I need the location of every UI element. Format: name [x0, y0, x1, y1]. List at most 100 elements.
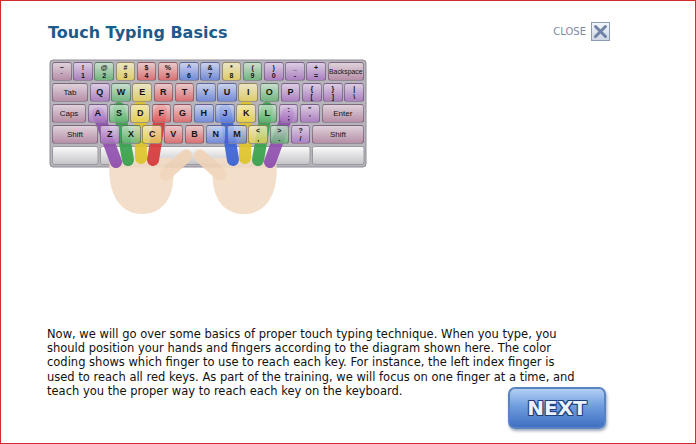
key-label: ^	[187, 64, 191, 72]
keyboard-key: M	[227, 125, 247, 144]
key-label: '	[309, 114, 311, 122]
key-label: U	[224, 87, 231, 98]
key-label: |	[353, 85, 355, 93]
keyboard-key: G	[173, 104, 193, 123]
keyboard-key: ^6	[179, 62, 199, 81]
keyboard-key: U	[217, 83, 237, 102]
key-label: =	[314, 72, 318, 80]
key-label: *	[230, 64, 233, 72]
key-label: _	[293, 64, 297, 72]
close-label: CLOSE	[553, 26, 586, 38]
key-label: ]	[332, 93, 334, 101]
key-label: Q	[96, 87, 103, 98]
key-label: 5	[166, 72, 170, 80]
keyboard-key: Shift	[52, 125, 98, 144]
key-label: -	[294, 72, 296, 80]
key-label: >	[277, 127, 281, 135]
keyboard-key: <,	[248, 125, 268, 144]
keyboard-key: >.	[270, 125, 290, 144]
key-label: <	[256, 127, 260, 135]
keyboard-key: &7	[200, 62, 220, 81]
keyboard-frame	[50, 60, 366, 167]
key-label: \	[353, 93, 355, 101]
key-label: 3	[123, 72, 127, 80]
keyboard-key: D	[130, 104, 150, 123]
key-label: `	[61, 72, 63, 80]
keyboard-key: W	[111, 83, 131, 102]
key-label: Y	[203, 87, 209, 98]
keyboard-key: _-	[285, 62, 305, 81]
left-thumb	[166, 156, 186, 174]
keyboard-key: I	[238, 83, 258, 102]
keyboard-key: Caps	[52, 104, 86, 123]
key-label: N	[213, 129, 220, 140]
keyboard-key: P	[281, 83, 301, 102]
key-label: 4	[145, 72, 149, 80]
key-label: ,	[257, 135, 259, 143]
key-label: }	[332, 85, 335, 93]
keyboard-key: @2	[94, 62, 114, 81]
keyboard-key: Tab	[52, 83, 88, 102]
key-label: P	[288, 87, 294, 98]
button-label: NEXT	[527, 396, 586, 420]
key-label: O	[266, 87, 273, 98]
keyboard-key: N	[206, 125, 226, 144]
next-button: NEXT	[508, 387, 606, 429]
keyboard-key: ~`	[52, 62, 72, 81]
keyboard-key: A	[88, 104, 108, 123]
key-label: C	[149, 129, 156, 140]
key-label: "	[308, 106, 311, 114]
key-label: Backspace	[329, 67, 362, 76]
key-label: %	[165, 64, 171, 72]
keyboard-key: {[	[302, 83, 322, 102]
keyboard-key: !1	[73, 62, 93, 81]
key-label: 9	[251, 72, 255, 80]
right-thumb	[200, 156, 220, 174]
keyboard-key: R	[154, 83, 174, 102]
blank-key	[313, 147, 365, 165]
key-label: {	[310, 85, 313, 93]
keyboard-key: H	[194, 104, 214, 123]
keyboard-key: +=	[306, 62, 326, 81]
key-label: (	[251, 64, 253, 72]
keyboard-key: X	[121, 125, 141, 144]
key-label: 0	[272, 72, 276, 80]
close-box	[592, 23, 610, 41]
key-label: S	[116, 108, 122, 119]
keyboard-key: }]	[323, 83, 343, 102]
keyboard-key: J	[215, 104, 235, 123]
keyboard-key: (9	[243, 62, 263, 81]
keyboard-key: S	[109, 104, 129, 123]
key-label: H	[201, 108, 208, 119]
key-label: B	[191, 129, 198, 140]
key-label: R	[160, 87, 167, 98]
keyboard-key: ?/	[291, 125, 311, 144]
key-label: /	[300, 135, 302, 143]
key-label: 8	[229, 72, 233, 80]
key-label: Shift	[67, 130, 83, 140]
keyboard-key: Shift	[312, 125, 364, 144]
keyboard-key: :;	[279, 104, 299, 123]
key-label: V	[170, 129, 176, 140]
keyboard-key: K	[236, 104, 256, 123]
keyboard-key: )0	[264, 62, 284, 81]
key-label: :	[287, 106, 289, 114]
key-label: E	[139, 87, 145, 98]
close-cross	[596, 27, 606, 37]
key-label: 2	[102, 72, 106, 80]
key-label: W	[117, 87, 126, 98]
keyboard-key: Backspace	[328, 62, 365, 81]
keyboard-key: E	[132, 83, 152, 102]
key-label: F	[159, 108, 165, 119]
keyboard-key: Enter	[322, 104, 365, 123]
key-label: ;	[287, 114, 289, 122]
keyboard-key: V	[164, 125, 184, 144]
key-label: X	[128, 129, 134, 140]
keyboard-key: #3	[116, 62, 136, 81]
key-label: [	[311, 93, 313, 101]
key-label: @	[101, 64, 108, 72]
keyboard-key: Q	[90, 83, 110, 102]
keyboard-key: |\	[344, 83, 364, 102]
key-label: )	[273, 64, 275, 72]
